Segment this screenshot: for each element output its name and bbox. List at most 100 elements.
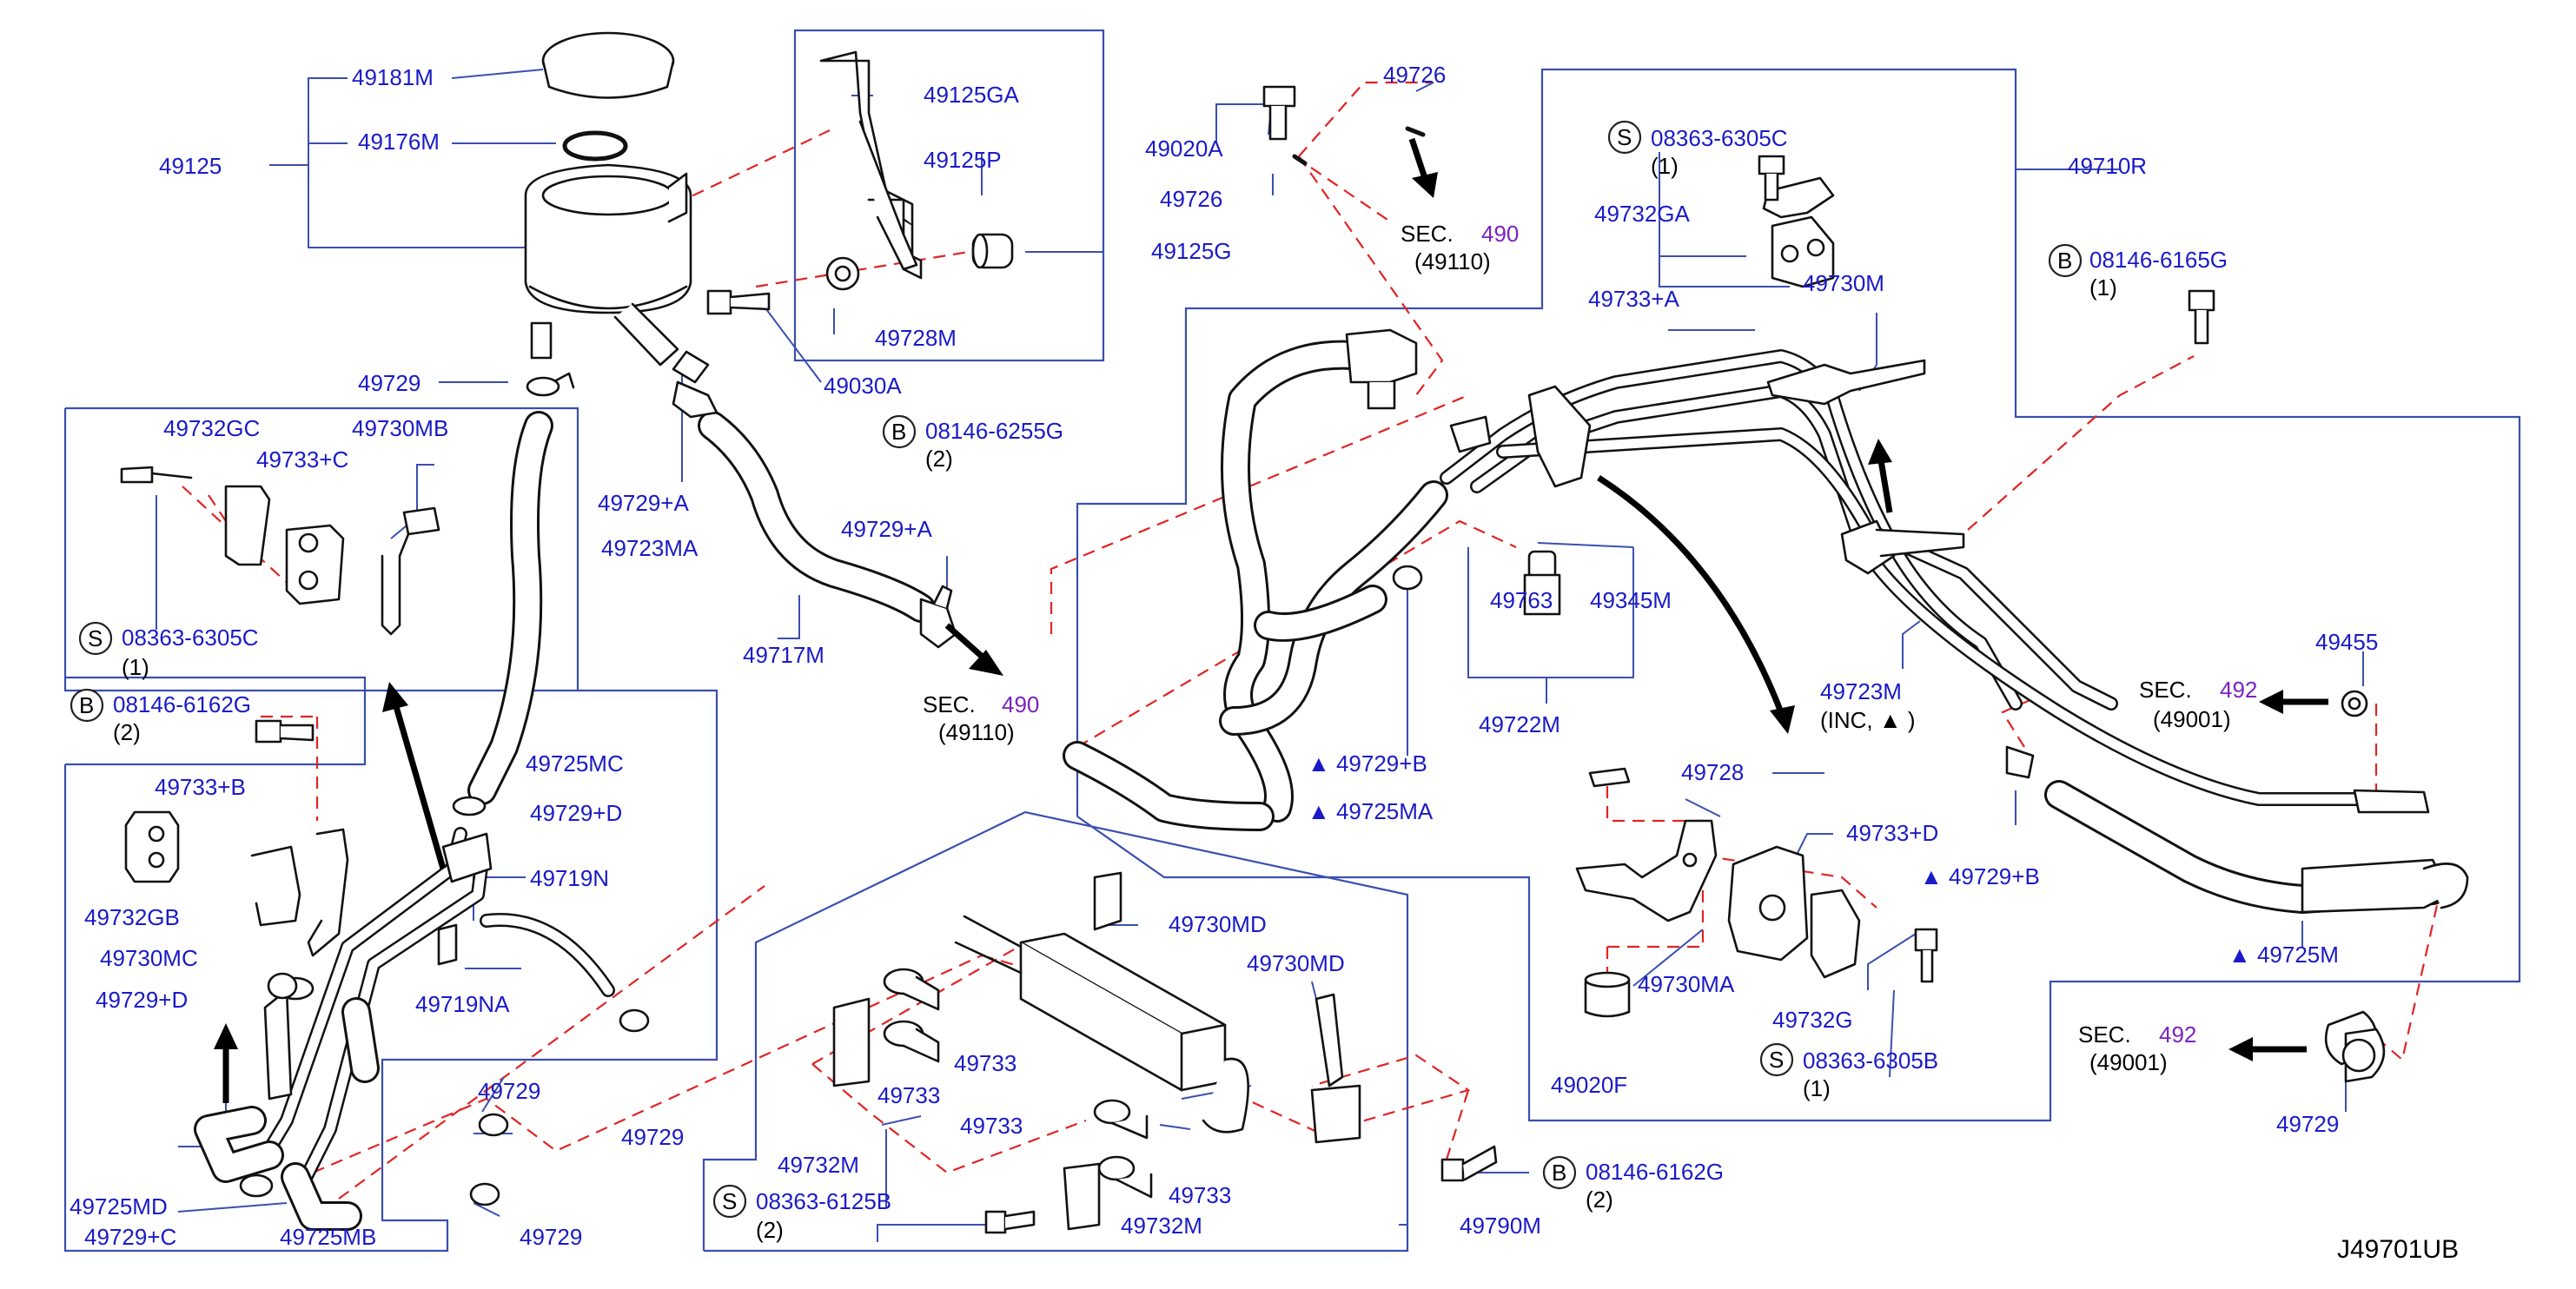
bracket-group-49730MA xyxy=(1575,767,1938,1018)
label-49725MA: ▲ 49725MA xyxy=(1308,798,1434,824)
label-49733-4: 49733 xyxy=(1169,1182,1231,1208)
label-49729-m3: 49729 xyxy=(520,1224,582,1250)
hose-49717M xyxy=(672,380,957,649)
label-08146-6162G-bottom: 08146-6162G xyxy=(1586,1159,1724,1185)
symbol-b-left: B xyxy=(79,692,94,718)
label-49176M: 49176M xyxy=(358,129,440,155)
label-49730MD-2: 49730MD xyxy=(1247,950,1345,976)
label-49733-3: 49733 xyxy=(960,1113,1023,1139)
arrow-head-sec492-lower xyxy=(2228,1037,2253,1061)
label-49030A: 49030A xyxy=(824,373,902,399)
label-49732GC: 49732GC xyxy=(163,415,260,441)
label-08363-6125B: 08363-6125B xyxy=(756,1188,891,1214)
label-08146-6162G-left: 08146-6162G xyxy=(113,691,251,717)
label-49723M: 49723M xyxy=(1820,678,1902,704)
bracket-49125G-parts xyxy=(819,50,1014,291)
symbol-b-bottom: B xyxy=(1552,1160,1566,1186)
label-49732G: 49732G xyxy=(1772,1007,1853,1033)
bracket-box-49125G xyxy=(793,29,1105,362)
symbol-s-bottom-right: S xyxy=(1769,1047,1784,1073)
hose-49725MC xyxy=(467,411,553,805)
label-49729-m1: 49729 xyxy=(478,1078,540,1104)
label-49729-bottom-right: 49729 xyxy=(2276,1111,2339,1137)
label-49020A: 49020A xyxy=(1145,136,1223,162)
arrow-head-left-lower-up xyxy=(214,1023,238,1049)
label-49719NA: 49719NA xyxy=(415,991,510,1017)
svg-text:(49001): (49001) xyxy=(2089,1049,2168,1075)
label-49020F: 49020F xyxy=(1551,1072,1627,1098)
qty-08363-6305C-left: (1) xyxy=(122,654,149,680)
label-49730MD-1: 49730MD xyxy=(1169,911,1267,937)
label-08363-6305B: 08363-6305B xyxy=(1803,1048,1938,1074)
label-49733-2: 49733 xyxy=(877,1082,940,1108)
section-ref-490-lower: SEC. 490 (49110) xyxy=(923,691,1039,745)
label-49726-a: 49726 xyxy=(1383,62,1446,88)
label-08363-6305C-right: 08363-6305C xyxy=(1651,125,1788,151)
label-08146-6255G: 08146-6255G xyxy=(925,418,1063,444)
symbol-s-top-right: S xyxy=(1617,124,1632,150)
cooler-box xyxy=(702,810,1409,1253)
qty-08363-6305B: (1) xyxy=(1803,1075,1831,1101)
label-49732GA: 49732GA xyxy=(1594,201,1691,227)
label-49733-1: 49733 xyxy=(954,1050,1016,1076)
qty-08363-6305C-right: (1) xyxy=(1651,153,1679,179)
label-49725M: ▲ 49725M xyxy=(2228,942,2339,968)
label-49725MB: 49725MB xyxy=(280,1224,376,1250)
bolt-49030A xyxy=(706,289,771,315)
symbol-s-left: S xyxy=(88,625,103,651)
label-49728M: 49728M xyxy=(875,325,957,351)
arrow-head-sec490-lower xyxy=(969,650,1003,676)
label-49763: 49763 xyxy=(1490,587,1553,613)
callout-boxes xyxy=(63,29,2521,1253)
arrow-head-up-right xyxy=(1868,439,1892,465)
label-49729A-2: 49729+A xyxy=(841,516,932,542)
label-49733B: 49733+B xyxy=(155,774,246,800)
label-49730M: 49730M xyxy=(1803,270,1884,296)
svg-text:SEC.: SEC. xyxy=(1401,221,1454,247)
section-number: 492 xyxy=(2220,677,2257,703)
label-49725MD: 49725MD xyxy=(70,1193,168,1220)
qty-08363-6125B: (2) xyxy=(756,1217,784,1243)
svg-text:SEC.: SEC. xyxy=(2139,677,2192,703)
label-49125GA: 49125GA xyxy=(924,82,1020,108)
section-number: 492 xyxy=(2159,1021,2196,1048)
pressure-hose-49722M xyxy=(1063,328,1561,831)
label-49125G: 49125G xyxy=(1151,238,1232,264)
label-49719N: 49719N xyxy=(530,865,609,891)
qty-08146-6162G-left: (2) xyxy=(113,719,141,745)
label-49723M-inc: (INC, ▲ ) xyxy=(1820,707,1916,733)
label-49732M-2: 49732M xyxy=(1121,1213,1202,1239)
svg-text:(49110): (49110) xyxy=(938,719,1015,745)
clamp-49729-top xyxy=(526,372,575,397)
label-49730MC: 49730MC xyxy=(100,945,198,971)
label-49729-top: 49729 xyxy=(358,370,421,396)
arrow-head-sec490-upper xyxy=(1412,172,1438,198)
right-large-box xyxy=(1076,68,2521,1122)
label-49726-b: 49726 xyxy=(1160,186,1222,212)
steel-lines-49723M xyxy=(1440,155,2430,814)
label-49729A-1: 49729+A xyxy=(598,490,689,516)
label-49125P: 49125P xyxy=(924,147,1002,173)
left-mount-parts xyxy=(120,466,440,744)
label-49730MB: 49730MB xyxy=(352,415,448,441)
part-labels: 49181M 49176M 49125 49729 49125GA 49125P… xyxy=(70,62,2378,1250)
section-references: SEC. 490 (49110) SEC. 490 (49110) SEC. 4… xyxy=(923,221,2257,1075)
label-49733A: 49733+A xyxy=(1588,286,1679,312)
label-49710R: 49710R xyxy=(2068,153,2147,179)
label-49725MC: 49725MC xyxy=(526,750,624,777)
label-49728: 49728 xyxy=(1681,759,1744,785)
diagram-code: J49701UB xyxy=(2337,1235,2459,1264)
symbol-s-cooler: S xyxy=(722,1188,737,1214)
label-49790M: 49790M xyxy=(1460,1213,1541,1239)
label-49181M: 49181M xyxy=(352,64,434,90)
label-49729-m2: 49729 xyxy=(621,1124,684,1150)
label-49729C: 49729+C xyxy=(84,1224,176,1250)
left-small-box xyxy=(65,676,367,766)
svg-text:(49001): (49001) xyxy=(2153,706,2231,732)
arrow-head-curved-down xyxy=(1770,705,1795,734)
label-49729D-1: 49729+D xyxy=(530,800,622,826)
arrow-head-left-up xyxy=(382,682,408,712)
svg-text:SEC.: SEC. xyxy=(2078,1021,2131,1048)
left-lower-box xyxy=(63,689,718,1253)
